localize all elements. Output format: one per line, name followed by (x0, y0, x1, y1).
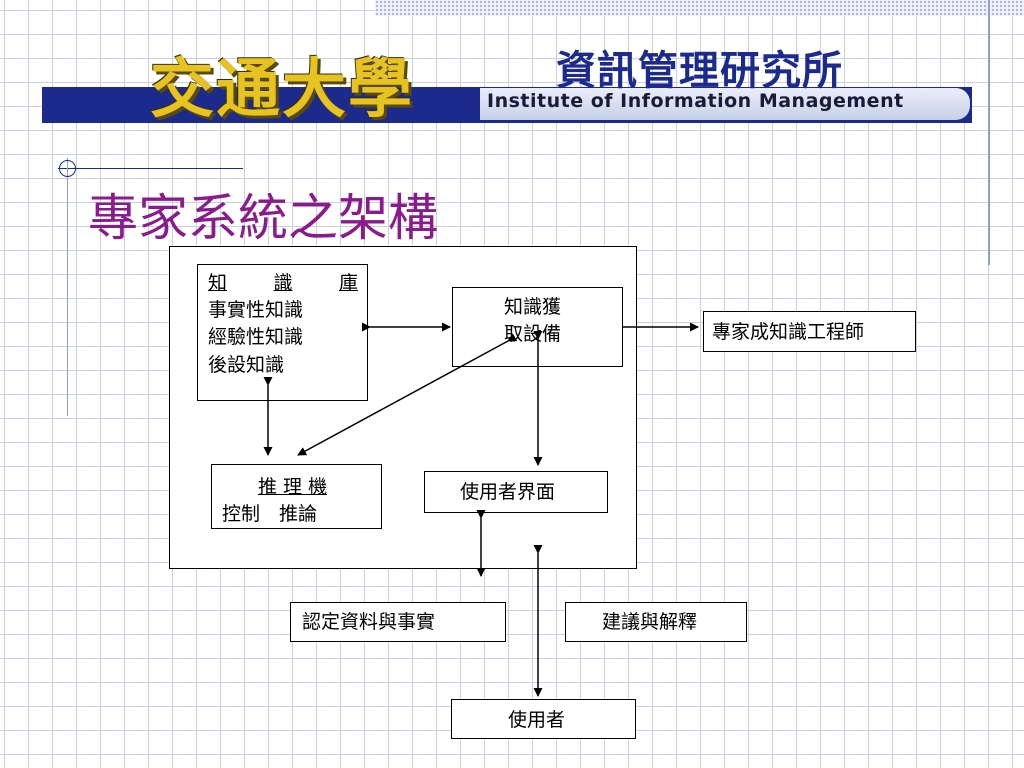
advice-output-box (565, 602, 747, 642)
knowledge-base-title: 知 識 庫 (208, 270, 358, 296)
acquisition-label-line1: 知識獲 (504, 296, 562, 318)
acquisition-label-line2: 取設備 (504, 323, 562, 345)
header-dot-pattern (375, 0, 1024, 16)
knowledge-base-item: 事實性知識 (208, 299, 304, 321)
title-decoration-circle (59, 160, 76, 177)
facts-input-box (290, 602, 506, 642)
decorative-vertical-line (988, 0, 990, 265)
inference-engine-box (211, 464, 382, 529)
slide-title: 專家系統之架構 (88, 189, 438, 247)
knowledge-engineer-label: 專家成知識工程師 (712, 321, 865, 343)
user-interface-box (424, 471, 608, 513)
inference-engine-subtitle: 控制 推論 (222, 503, 318, 525)
institute-logo: 資訊管理研究所 (556, 47, 843, 94)
user-label: 使用者 (508, 709, 566, 731)
facts-label: 認定資料與事實 (302, 611, 436, 633)
header-banner-label (480, 88, 970, 120)
university-logo: 交通大學 (150, 52, 414, 127)
institute-english-name: Institute of Information Management (487, 90, 904, 112)
knowledge-base-title-char: 知 (208, 272, 228, 294)
knowledge-base-title-char: 庫 (338, 272, 358, 294)
title-decoration-line (58, 168, 243, 169)
inference-engine-title: 推 理 機 (258, 476, 328, 498)
title-decoration-vertical-line (67, 158, 68, 416)
knowledge-base-item: 後設知識 (208, 354, 285, 376)
knowledge-base-item: 經驗性知識 (208, 326, 304, 348)
user-interface-label: 使用者界面 (460, 481, 556, 503)
knowledge-engineer-box (703, 311, 916, 352)
knowledge-base-title-char: 識 (273, 272, 293, 294)
advice-label: 建議與解釋 (602, 611, 698, 633)
acquisition-engine-arrow (297, 333, 518, 456)
user-box (451, 699, 636, 739)
